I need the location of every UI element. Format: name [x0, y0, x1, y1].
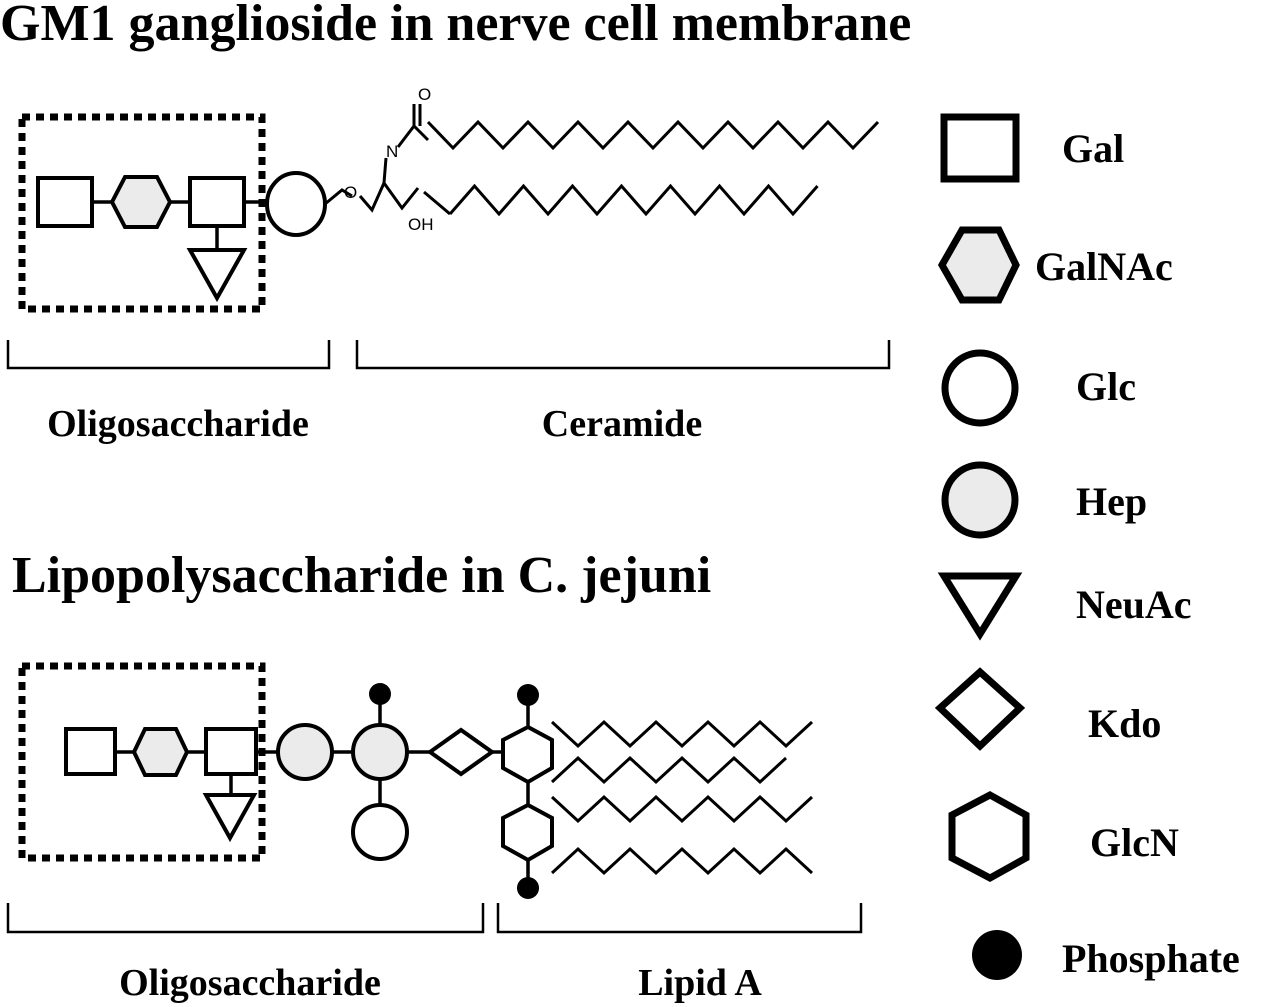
legend-label: Hep [1076, 479, 1147, 524]
top-panel-title: GM1 ganglioside in nerve cell membrane [0, 0, 911, 52]
ceramide-bracket [355, 340, 891, 370]
neuac-triangle-icon [186, 248, 248, 303]
carbonyl-oxygen-atom: O [418, 85, 431, 104]
phosphate-dot-icon [369, 683, 391, 705]
hydroxyl-label: OH [408, 215, 434, 234]
lps-structure [18, 662, 814, 899]
oligosaccharide-bracket [6, 903, 485, 934]
bottom-panel-title: Lipopolysaccharide in C. jejuni [12, 547, 711, 604]
oligosaccharide-dashed-box [18, 113, 266, 313]
ceramide-label: Ceramide [542, 403, 702, 445]
legend-item-phosphate: Phosphate [972, 930, 1240, 981]
circle-icon [941, 349, 1019, 427]
lipid-a-label: Lipid A [638, 962, 762, 1004]
ceramide-skeleton: O N O OH [324, 85, 880, 234]
bond [358, 180, 420, 213]
acyl-chain [550, 794, 814, 824]
gal-square-icon [188, 176, 246, 228]
hexagon-gray-icon [937, 226, 1020, 304]
double-bond [423, 190, 451, 216]
lipid-a-bracket [496, 903, 863, 934]
acyl-chain [550, 846, 814, 876]
fatty-acid-chain [426, 119, 880, 151]
sphingosine-chain [448, 183, 819, 217]
legend-label: GlcN [1090, 820, 1179, 865]
bond [324, 188, 353, 206]
glcn-hexagon-icon [501, 724, 554, 785]
legend: Gal GalNAc Glc Hep NeuAc Kdo GlcN Phosp [934, 113, 1240, 981]
circle-gray-icon [941, 461, 1019, 539]
acyl-chain [550, 755, 788, 785]
gal-square-icon [204, 727, 258, 776]
legend-item-kdo: Kdo [934, 667, 1161, 751]
bond [382, 157, 388, 184]
legend-label: Kdo [1088, 701, 1161, 746]
legend-label: NeuAc [1076, 582, 1192, 627]
legend-label: Glc [1076, 364, 1136, 409]
filled-circle-icon [972, 930, 1022, 980]
hep-circle-icon [351, 723, 409, 781]
phosphate-dot-icon [517, 877, 539, 899]
galnac-hexagon-icon [131, 727, 190, 777]
square-icon [940, 113, 1020, 183]
gal-square-icon [36, 176, 94, 228]
gal-square-icon [64, 727, 117, 776]
glc-circle-icon [351, 803, 409, 861]
oxygen-atom: O [344, 183, 357, 202]
oligosaccharide-dashed-box [18, 662, 266, 862]
gm1-structure: O N O OH [18, 85, 880, 313]
triangle-down-icon [937, 572, 1023, 641]
legend-label: Gal [1062, 126, 1124, 171]
neuac-triangle-icon [202, 793, 258, 843]
hep-circle-icon [276, 723, 334, 781]
kdo-diamond-icon [426, 727, 496, 777]
oligosaccharide-bracket [6, 340, 331, 370]
legend-item-hep: Hep [941, 461, 1147, 539]
diamond-icon [934, 667, 1026, 751]
galnac-hexagon-icon [109, 175, 173, 229]
oligosaccharide-label: Oligosaccharide [119, 962, 381, 1004]
legend-item-gal: Gal [940, 113, 1124, 183]
legend-item-galnac: GalNAc [937, 226, 1173, 304]
legend-item-glcn: GlcN [948, 791, 1179, 882]
nitrogen-atom: N [386, 142, 398, 161]
acyl-chain [550, 719, 814, 749]
glcn-hexagon-icon [501, 802, 554, 863]
bond [396, 123, 430, 148]
oligosaccharide-label: Oligosaccharide [47, 403, 309, 445]
legend-label: Phosphate [1062, 936, 1240, 981]
phosphate-dot-icon [517, 684, 539, 706]
legend-item-neuac: NeuAc [937, 572, 1192, 641]
legend-item-glc: Glc [941, 349, 1136, 427]
glc-circle-icon [265, 171, 327, 237]
hexagon-icon [948, 791, 1030, 882]
legend-label: GalNAc [1035, 244, 1173, 289]
